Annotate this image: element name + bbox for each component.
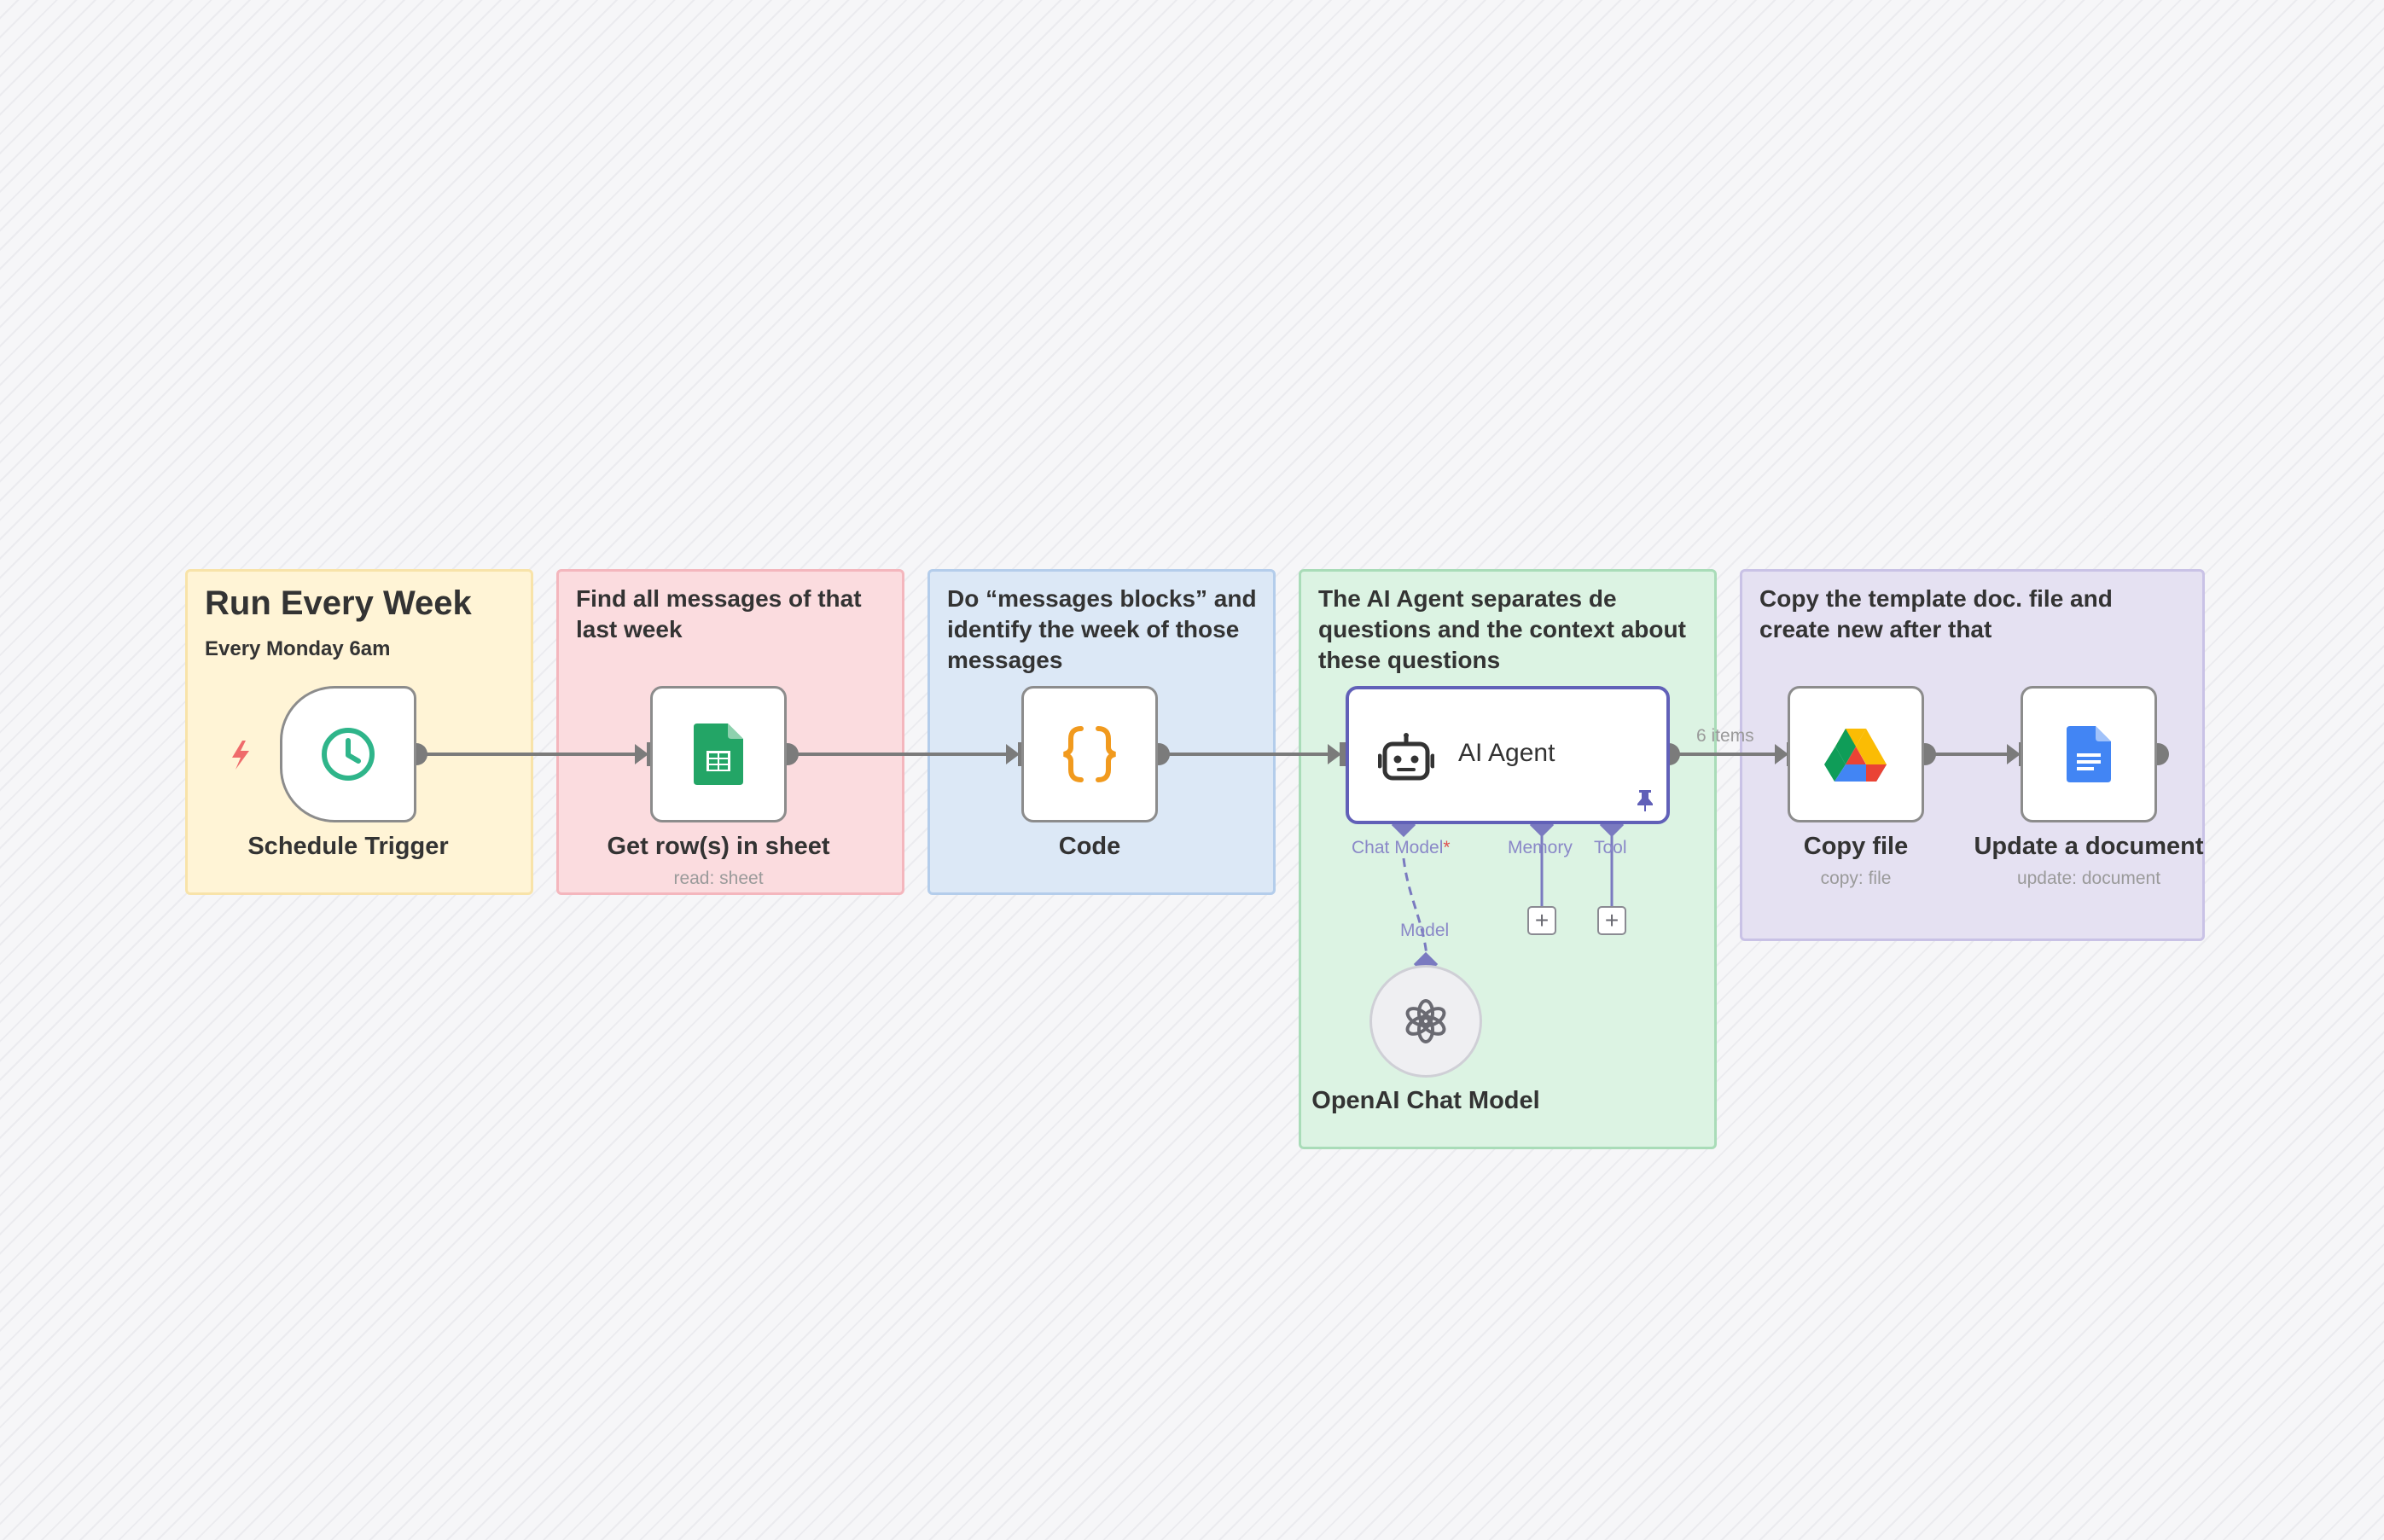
trigger-bolt-icon [232,741,249,770]
sticky-text: Find all messages of that last week [576,585,862,642]
google-docs-icon [2067,726,2111,782]
sticky-text: The AI Agent separates de questions and … [1318,585,1686,673]
memory-port-label: Memory [1508,838,1573,857]
node-label: OpenAI Chat Model [1311,1087,1540,1114]
robot-icon [1378,733,1434,781]
pin-icon[interactable] [1636,788,1654,812]
clock-icon [322,728,375,781]
tool-port-label: Tool [1594,838,1627,857]
input-marker [1775,744,1788,764]
sticky-messages-blocks[interactable]: Do “messages blocks” and identify the we… [927,569,1276,895]
plus-icon: + [1534,907,1550,933]
input-marker [2007,744,2021,764]
node-label: Code [1058,833,1121,860]
input-marker [1328,744,1341,764]
openai-chat-model-node[interactable] [1369,965,1482,1078]
copy-file-node[interactable] [1788,686,1924,822]
edge-items-label: 6 items [1696,726,1754,746]
ai-agent-node[interactable]: AI Agent [1346,686,1670,824]
add-memory-button[interactable]: + [1527,906,1556,935]
code-braces-icon [1063,726,1116,782]
sticky-subtitle: Every Monday 6am [205,637,391,660]
input-marker [635,744,648,764]
node-subtitle: copy: file [1820,869,1892,888]
sticky-run-every-week[interactable]: Run Every Week Every Monday 6am [185,569,533,895]
google-sheets-icon [694,724,743,785]
node-label: Schedule Trigger [247,833,449,860]
node-subtitle: read: sheet [673,869,764,888]
node-label: Update a document [1974,833,2204,860]
openai-icon [1405,999,1446,1043]
required-mark: * [1443,838,1451,857]
plus-icon: + [1604,907,1619,933]
input-marker [1006,744,1020,764]
input-marker [1340,742,1346,766]
add-tool-button[interactable]: + [1597,906,1626,935]
model-port-label: Model [1400,921,1450,940]
sticky-text: Copy the template doc. file and create n… [1759,585,2113,642]
edge-model-to-agent [1402,857,1428,956]
schedule-trigger-node[interactable] [280,686,416,822]
get-rows-node[interactable] [650,686,787,822]
sticky-text: Do “messages blocks” and identify the we… [947,585,1257,673]
chat-model-port-label: Chat Model* [1352,838,1451,857]
update-document-node[interactable] [2021,686,2157,822]
node-label: AI Agent [1458,739,1555,767]
node-subtitle: update: document [2016,869,2161,888]
node-label: Copy file [1803,833,1909,860]
google-drive-icon [1824,729,1887,782]
sticky-title: Run Every Week [205,584,472,622]
sticky-ai-agent-note[interactable]: The AI Agent separates de questions and … [1299,569,1717,1149]
node-label: Get row(s) in sheet [607,833,830,860]
code-node[interactable] [1021,686,1158,822]
